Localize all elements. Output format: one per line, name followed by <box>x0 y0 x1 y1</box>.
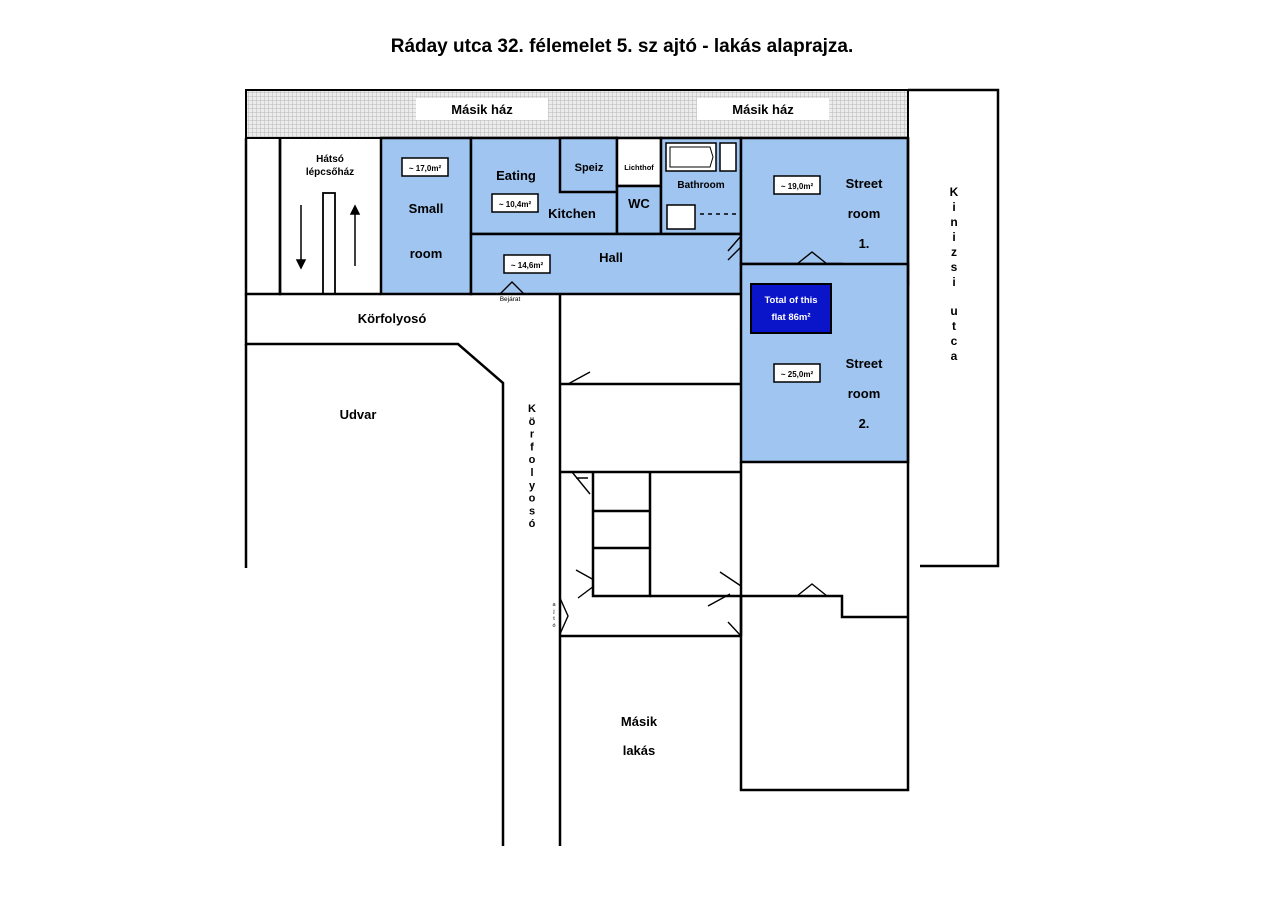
hall-area: ~ 14,6m² <box>511 261 544 270</box>
eating-label: Eating <box>496 168 536 183</box>
vert-korf-letter: l <box>530 467 533 479</box>
street-room-1-label-2: room <box>848 206 881 221</box>
walls <box>244 88 1000 846</box>
total-label-2: flat 86m² <box>771 312 810 323</box>
back-stair-label-2: lépcsőház <box>306 167 354 178</box>
door-label-vertical: ajtó <box>552 602 556 629</box>
vert-kinizsi-letter: K <box>950 185 959 199</box>
vert-korf-letter: f <box>530 441 534 453</box>
other-house-label-2: Másik ház <box>732 102 794 117</box>
vert-korf-letter: y <box>529 480 536 492</box>
hall-label: Hall <box>599 250 623 265</box>
total-box <box>750 283 832 334</box>
wc-label: WC <box>628 196 650 211</box>
bathtub <box>665 142 717 172</box>
other-house-label-box-2 <box>697 98 829 120</box>
vert-ajto-letter: a <box>552 602 556 608</box>
other-house-label-1: Másik ház <box>451 102 513 117</box>
vert-kinizsi-letter: z <box>951 245 957 259</box>
vert-korf-letter: o <box>529 493 536 505</box>
lichthof <box>615 136 663 188</box>
vert-korf-letter: ö <box>529 416 536 428</box>
vert-kinizsi-letter: s <box>951 260 958 274</box>
street-room-2-label-1: Street <box>846 356 884 371</box>
area-boxes <box>401 157 821 383</box>
wc-room <box>615 184 663 236</box>
vert-korf-letter: ó <box>529 518 536 530</box>
other-flat-label-1: Másik <box>621 714 658 729</box>
vert-korf-letter: K <box>528 403 536 415</box>
udvar-label: Udvar <box>340 407 377 422</box>
total-label-1: Total of this <box>764 295 817 306</box>
kitchen-label: Kitchen <box>548 206 596 221</box>
vert-ajto-letter: t <box>553 616 555 622</box>
kitchen-area: ~ 10,4m² <box>499 200 532 209</box>
vert-kinizsi-letter: t <box>952 319 956 333</box>
toilet <box>666 204 696 230</box>
vert-ajto-letter: j <box>552 609 554 615</box>
korfolyoso-vertical-label: Körfolyosó <box>528 403 536 530</box>
vert-ajto-letter: ó <box>552 623 555 629</box>
other-flat-label-2: lakás <box>623 743 656 758</box>
vert-korf-letter: s <box>529 505 535 517</box>
vert-korf-letter: r <box>530 429 535 441</box>
lichthof-label: Lichthof <box>624 163 654 172</box>
vert-kinizsi-letter: i <box>952 275 955 289</box>
bathtub-inner <box>669 146 714 168</box>
street-room-1-label-1: Street <box>846 176 884 191</box>
street-room-1-label-3: 1. <box>859 236 870 251</box>
vert-kinizsi-letter: i <box>952 200 955 214</box>
other-house-label-box-1 <box>416 98 548 120</box>
vert-kinizsi-letter: i <box>952 230 955 244</box>
door-swings <box>499 235 828 637</box>
back-stair-label-1: Hátsó <box>316 154 344 165</box>
bejarat-label: Bejárat <box>500 296 521 303</box>
small-room-label-2: room <box>410 246 443 261</box>
speiz-label: Speiz <box>575 162 604 174</box>
stair-arrows <box>295 204 361 270</box>
small-room <box>379 136 473 296</box>
small-room-area: ~ 17,0m² <box>409 164 442 173</box>
vert-kinizsi-letter: c <box>951 334 958 348</box>
vert-kinizsi-letter: u <box>950 304 957 318</box>
page-title: Ráday utca 32. félemelet 5. sz ajtó - la… <box>390 36 854 57</box>
korfolyoso-horizontal-label: Körfolyosó <box>358 311 427 326</box>
street-room-2-label-3: 2. <box>859 416 870 431</box>
vert-kinizsi-letter: n <box>950 215 957 229</box>
vert-korf-letter: o <box>529 454 536 466</box>
street-room-2-area: ~ 25,0m² <box>781 370 814 379</box>
small-room-label-1: Small <box>409 201 444 216</box>
washbasin <box>719 142 737 172</box>
vert-kinizsi-letter: a <box>951 349 958 363</box>
street-room-2-label-2: room <box>848 386 881 401</box>
street-room-1-area: ~ 19,0m² <box>781 182 814 191</box>
bathroom-label: Bathroom <box>677 180 724 191</box>
